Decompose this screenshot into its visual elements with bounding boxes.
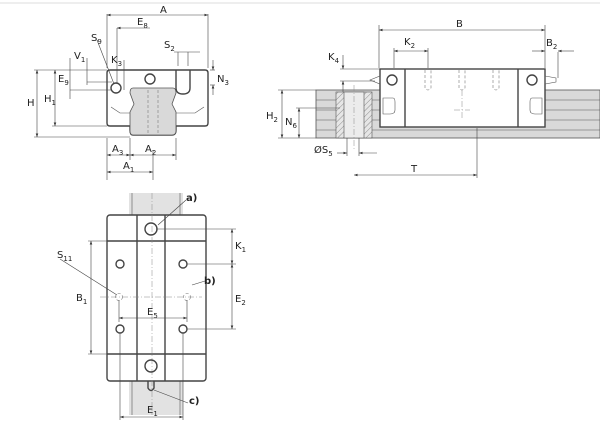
dim-label-K2: K2 <box>404 37 415 50</box>
lube-fitting-left <box>369 75 381 85</box>
dim-label-B2: B2 <box>546 38 557 51</box>
dim-label-S9: S9 <box>91 33 102 46</box>
thread-hole <box>175 70 191 95</box>
lube-port-icon <box>110 82 122 94</box>
dim-label-H1: H1 <box>44 94 56 107</box>
dim-label-B: B <box>456 19 463 30</box>
dim-label-N6: N6 <box>285 117 297 130</box>
seal-screw-icon <box>386 74 398 86</box>
dim-label-H: H <box>27 98 35 109</box>
dim-label-H2: H2 <box>266 111 278 124</box>
dim-label-K1: K1 <box>235 241 246 254</box>
front-view: A E8 S9 V1 K3 S2 N3 E9 H1 H A3 A2 A1 <box>27 5 229 180</box>
dim-label-S2: S2 <box>164 40 175 53</box>
rail-profile <box>129 87 177 136</box>
dim-label-A: A <box>160 5 167 16</box>
plan-view: a) b) c) K1 S11 B1 E2 E5 E1 <box>57 193 246 420</box>
seal-screw-icon <box>526 74 538 86</box>
dim-label-E5: E5 <box>147 307 158 320</box>
side-view: B K2 B2 K4 H2 N6 ØS5 T <box>266 19 600 178</box>
dim-label-N3: N3 <box>217 74 229 87</box>
grease-nipple-icon <box>147 381 155 392</box>
callout-a: a) <box>186 193 197 204</box>
dim-label-A1: A1 <box>123 161 134 174</box>
grease-nipple-icon <box>144 73 156 85</box>
dim-label-E1: E1 <box>147 405 158 418</box>
dim-label-T: T <box>410 164 418 175</box>
dim-label-E8: E8 <box>137 17 148 30</box>
grease-nipple-right <box>544 75 557 85</box>
dim-label-K4: K4 <box>328 52 340 65</box>
carriage-top <box>106 214 207 382</box>
dim-label-V1: V1 <box>74 51 85 64</box>
callout-b: b) <box>204 276 216 287</box>
dim-label-B1: B1 <box>76 293 87 306</box>
dim-label-S5: ØS5 <box>314 144 333 158</box>
lube-port-icon <box>144 359 158 373</box>
callout-c: c) <box>189 396 200 407</box>
dim-label-K3: K3 <box>111 55 122 68</box>
dim-label-E2: E2 <box>235 294 246 307</box>
dim-label-S11: S11 <box>57 250 72 263</box>
dim-label-E9: E9 <box>58 74 69 87</box>
mounting-hole-icon <box>115 259 125 269</box>
dim-label-A2: A2 <box>145 144 156 157</box>
dim-label-A3: A3 <box>112 144 123 157</box>
